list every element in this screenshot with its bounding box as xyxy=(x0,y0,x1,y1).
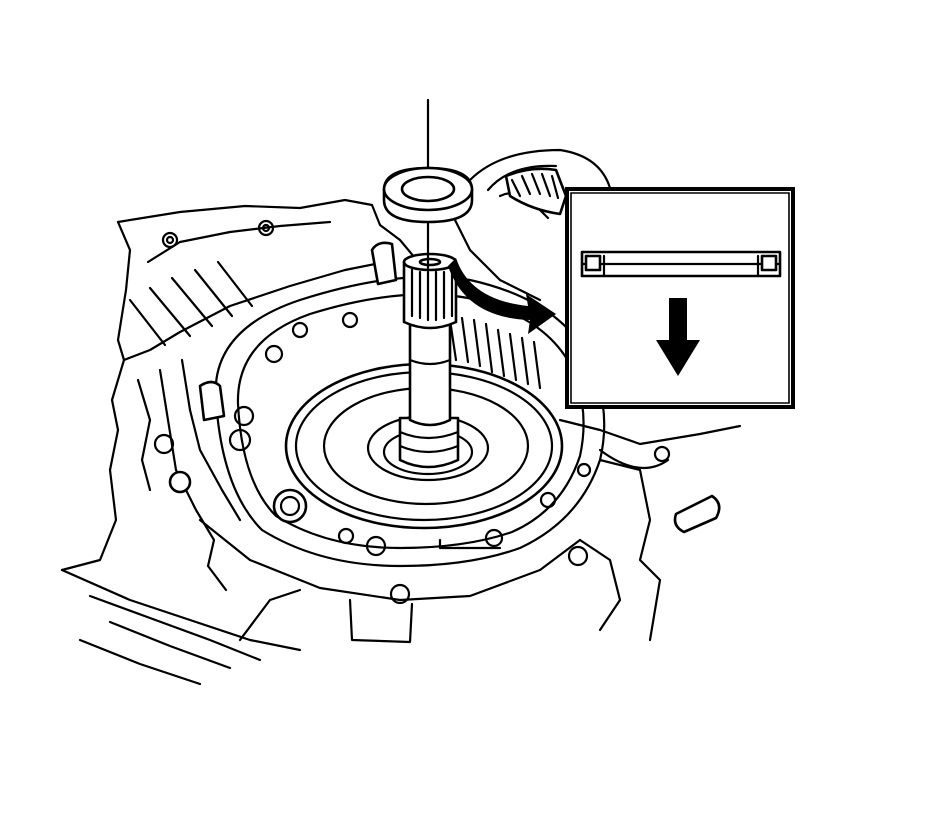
seal-cross-section xyxy=(582,252,780,276)
oil-seal xyxy=(384,168,472,222)
callout-arrow-icon xyxy=(448,258,556,334)
arrow-down-icon xyxy=(656,298,700,376)
transmission-case xyxy=(62,150,740,684)
inset-detail-box xyxy=(567,189,793,407)
input-shaft xyxy=(400,254,458,467)
bearing-race xyxy=(506,169,566,214)
